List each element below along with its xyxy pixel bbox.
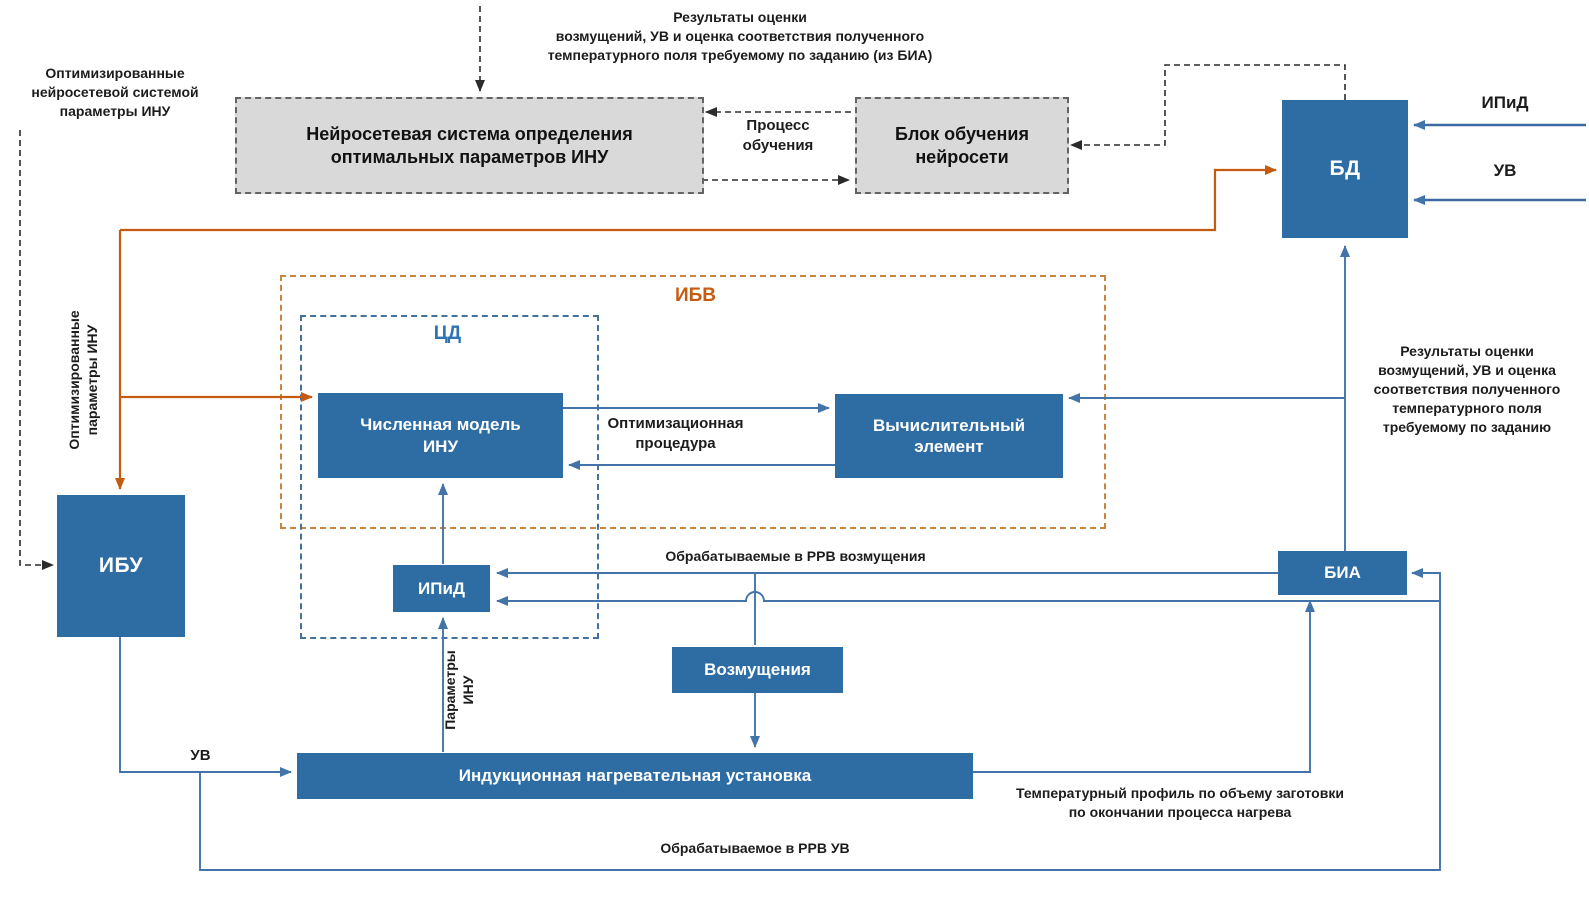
ipid-node: ИПиД	[393, 565, 490, 612]
cd-container	[300, 315, 599, 639]
ibv-container	[280, 275, 1106, 529]
arrow-uv-loop-to-bia	[199, 568, 1441, 871]
db-input-ipid-label: ИПиД	[1481, 93, 1529, 112]
numerical-model-node: Численная модель ИНУ	[318, 393, 563, 478]
ibv-label: ИБВ	[674, 285, 717, 306]
uv-label: УВ	[190, 747, 211, 764]
arrow-nn-params-to-ibu	[19, 130, 54, 570]
db-node: БД	[1282, 100, 1408, 238]
arrow-ibu-uv-to-induction	[119, 637, 292, 777]
cd-label: ЦД	[433, 323, 462, 344]
optimized-params-label: Оптимизированные параметры ИНУ	[65, 310, 100, 450]
compute-element-node: Вычислительный элемент	[835, 394, 1063, 478]
arrow-uv-line-to-ipid-with-hop	[496, 591, 1440, 606]
arrow-db-to-training-block	[1070, 64, 1346, 150]
temp-profile-label: Температурный профиль по объему заготовк…	[1016, 785, 1344, 820]
neural-system-node: Нейросетевая система определения оптимал…	[235, 97, 704, 194]
arrow-induction-temp-to-bia	[973, 600, 1315, 773]
rrv-disturbances-label: Обрабатываемые в РРВ возмущения	[665, 548, 926, 564]
top-feedback-label: Результаты оценки возмущений, УВ и оценк…	[547, 9, 933, 63]
bia-node: БИА	[1278, 551, 1407, 595]
induction-unit-node: Индукционная нагревательная установка	[297, 753, 973, 799]
arrow-orange-to-db	[120, 165, 1277, 232]
training-process-label: Процесс обучения	[742, 117, 814, 155]
optimization-procedure-label: Оптимизационная процедура	[607, 415, 744, 453]
rrv-uv-label: Обрабатываемое в РРВ УВ	[660, 840, 850, 856]
optimized-by-nn-label: Оптимизированные нейросетевой системой п…	[31, 65, 199, 119]
ibu-node: ИБУ	[57, 495, 185, 637]
bia-results-label: Результаты оценки возмущений, УВ и оценк…	[1373, 343, 1561, 435]
disturbances-node: Возмущения	[672, 647, 843, 693]
inu-params-label: Параметры ИНУ	[441, 650, 476, 730]
training-block-node: Блок обучения нейросети	[855, 97, 1069, 194]
db-input-uv-label: УВ	[1493, 161, 1517, 180]
